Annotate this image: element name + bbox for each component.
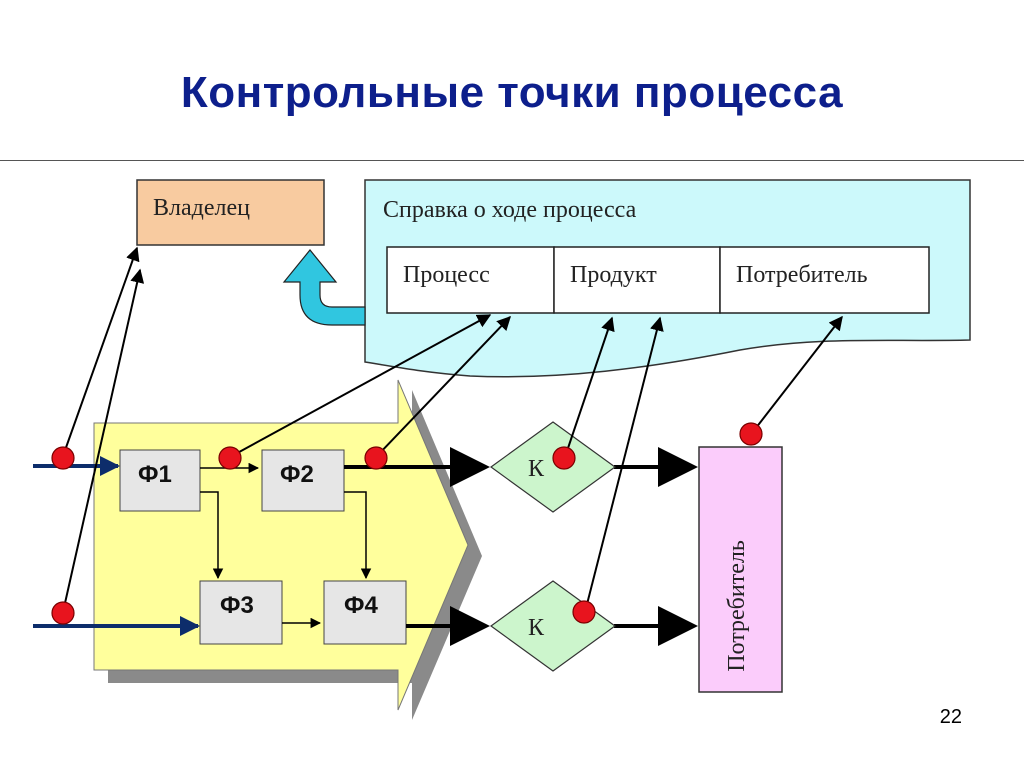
- function-f2-label: Ф2: [280, 461, 314, 488]
- checkpoint-consumer: [739, 422, 763, 446]
- owner-label: Владелец: [153, 195, 250, 221]
- checkpoint-f2-output: [364, 446, 388, 470]
- control-label-bottom: К: [528, 615, 545, 641]
- consumer-label: Потребитель: [724, 540, 750, 672]
- function-f1-label: Ф1: [138, 461, 172, 488]
- function-f1: Ф1: [119, 449, 201, 512]
- report-title: Справка о ходе процесса: [383, 197, 637, 223]
- function-f2: Ф2: [261, 449, 345, 512]
- consumer-box: [698, 446, 783, 693]
- feedback-arrow: [282, 249, 366, 326]
- flow-arrows: [344, 447, 698, 646]
- report-cell-process-label: Процесс: [403, 262, 490, 288]
- owner-box: [136, 179, 325, 246]
- report-table: Процесс Продукт Потребитель: [386, 246, 930, 314]
- control-diamond-bottom: К: [489, 580, 617, 672]
- checkpoint-control-top: [552, 446, 576, 470]
- report-cell-product-label: Продукт: [570, 262, 657, 288]
- reporting-lines: [62, 246, 843, 613]
- function-f4-label: Ф4: [344, 592, 378, 619]
- control-label-top: К: [528, 456, 545, 482]
- checkpoints: [51, 422, 763, 625]
- checkpoint-input-top: [51, 446, 75, 470]
- report-cell-consumer: [719, 246, 930, 314]
- report-cell-consumer-label: Потребитель: [736, 262, 868, 288]
- page-title: Контрольные точки процесса: [180, 68, 844, 117]
- page-number: 22: [939, 706, 962, 728]
- checkpoint-f1-f2: [218, 446, 242, 470]
- control-diamond-top: К: [489, 421, 617, 513]
- checkpoint-control-bottom: [572, 600, 596, 624]
- checkpoint-input-bottom: [51, 601, 75, 625]
- function-f4: Ф4: [323, 580, 407, 645]
- function-f3-label: Ф3: [220, 592, 254, 619]
- title-divider: [0, 160, 1024, 161]
- function-f3: Ф3: [199, 580, 283, 645]
